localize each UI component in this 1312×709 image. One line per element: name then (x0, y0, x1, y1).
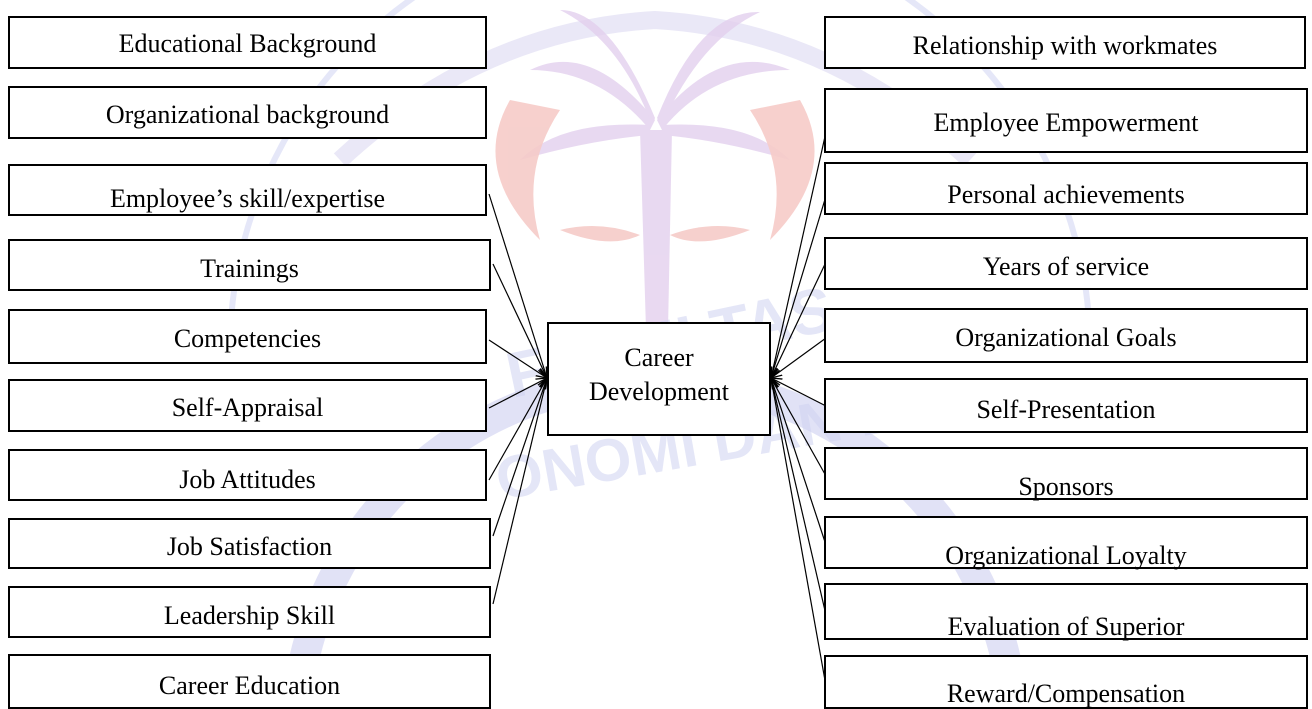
box-label: Organizational Goals (955, 323, 1177, 352)
box-label: Competencies (173, 324, 322, 353)
box-organizational-background: Organizational background (8, 86, 487, 139)
box-evaluation-superior: Evaluation of Superior (824, 583, 1308, 640)
box-organizational-goals: Organizational Goals (824, 308, 1308, 363)
arrow-job-satisfaction (492, 378, 547, 537)
box-sponsors: Sponsors (824, 447, 1308, 500)
arrow-sponsors (771, 378, 827, 477)
box-label: Evaluation of Superior (947, 612, 1185, 641)
box-job-satisfaction: Job Satisfaction (8, 518, 491, 569)
box-label: Organizational background (105, 100, 390, 129)
box-personal-achievements: Personal achievements (824, 162, 1308, 215)
box-relationship-workmates: Relationship with workmates (824, 16, 1306, 69)
box-career-development: Career Development (547, 322, 771, 436)
arrow-organizational-goals (771, 337, 827, 378)
box-label: Job Satisfaction (166, 532, 333, 561)
box-years-of-service: Years of service (824, 237, 1308, 290)
box-label: Employee Empowerment (933, 108, 1199, 137)
arrow-leadership-skill (492, 378, 547, 605)
box-label: Leadership Skill (163, 601, 336, 630)
box-label: Sponsors (1018, 472, 1114, 501)
arrow-employee-empowerment (771, 131, 827, 378)
box-label: Career Education (158, 671, 341, 700)
center-line-1: Career (624, 343, 694, 372)
box-leadership-skill: Leadership Skill (8, 586, 491, 638)
box-label: Relationship with workmates (912, 31, 1218, 60)
box-label: Reward/Compensation (946, 679, 1186, 708)
box-career-education: Career Education (8, 654, 491, 709)
box-label: Self-Presentation (976, 395, 1156, 424)
box-label: Job Attitudes (179, 465, 316, 494)
box-employee-empowerment: Employee Empowerment (824, 88, 1308, 153)
box-label: Employee’s skill/expertise (109, 184, 386, 213)
arrow-evaluation-superior (771, 378, 827, 616)
arrow-skill-expertise (488, 193, 547, 378)
box-job-attitudes: Job Attitudes (8, 449, 487, 501)
box-employee-skill-expertise: Employee’s skill/expertise (8, 164, 487, 216)
arrow-job-attitudes (488, 378, 547, 481)
arrow-self-appraisal (488, 378, 547, 409)
arrow-organizational-loyalty (771, 378, 827, 546)
center-line-2: Development (588, 377, 730, 406)
box-label: Trainings (200, 254, 299, 283)
box-organizational-loyalty: Organizational Loyalty (824, 516, 1308, 569)
box-label: Organizational Loyalty (945, 541, 1187, 570)
arrow-reward-compensation (771, 378, 827, 687)
arrow-personal-achievements (771, 195, 827, 378)
box-self-presentation: Self-Presentation (824, 378, 1308, 433)
box-label: Years of service (982, 252, 1150, 281)
box-label: Educational Background (118, 29, 377, 58)
box-label: Self-Appraisal (171, 393, 324, 422)
box-self-appraisal: Self-Appraisal (8, 379, 487, 432)
box-label: Personal achievements (947, 180, 1185, 209)
box-competencies: Competencies (8, 309, 487, 364)
arrow-competencies (488, 339, 547, 378)
box-trainings: Trainings (8, 239, 491, 291)
box-reward-compensation: Reward/Compensation (824, 655, 1308, 709)
arrow-trainings (492, 263, 547, 378)
box-educational-background: Educational Background (8, 16, 487, 69)
arrow-years-of-service (771, 261, 827, 378)
